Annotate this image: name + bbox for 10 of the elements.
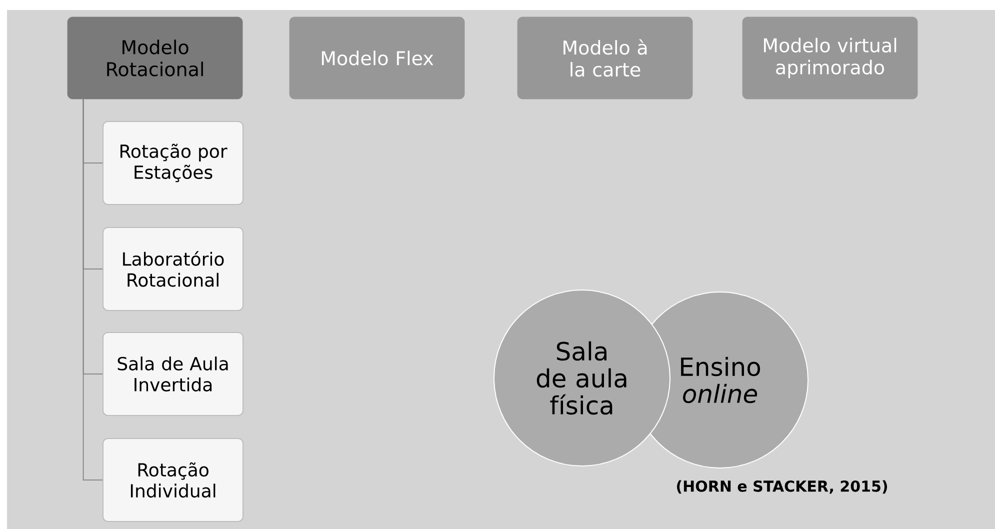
model-box: Modelo Rotacional [67,16,243,100]
model-box: Modelo Flex [289,16,465,100]
submodel-box: Laboratório Rotacional [102,227,244,311]
connector-line [82,98,103,480]
model-box: Modelo virtual aprimorado [742,16,918,100]
model-box: Modelo à la carte [517,16,693,100]
citation: (HORN e STACKER, 2015) [677,480,888,494]
submodel-box: Sala de Aula Invertida [102,332,244,416]
submodel-box: Rotação por Estações [102,121,244,205]
submodel-box: Rotação Individual [102,438,244,522]
